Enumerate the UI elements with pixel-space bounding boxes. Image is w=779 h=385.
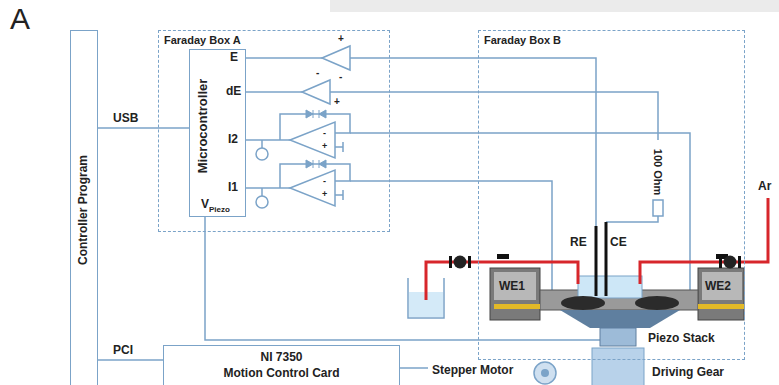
gas-tube — [426, 262, 578, 300]
reference-electrode — [595, 226, 598, 296]
electrode-name: CE — [610, 236, 627, 250]
gold-strip — [698, 304, 744, 309]
i1-wire — [245, 187, 290, 189]
valve-flange — [719, 256, 722, 268]
resistor-wire — [606, 216, 658, 222]
pin-name: I1 — [228, 181, 238, 195]
cell-block-face — [494, 272, 536, 300]
input-sign: - — [323, 128, 326, 138]
i2-source — [256, 148, 268, 160]
diode-symbol — [306, 160, 326, 168]
e-wire — [245, 57, 322, 59]
cell-holder — [560, 310, 680, 328]
panel-letter: A — [10, 2, 30, 37]
gas-name: Ar — [758, 180, 771, 194]
input-sign: - — [316, 68, 319, 78]
electrolyte — [578, 276, 642, 298]
valve-flange — [468, 256, 471, 268]
de-wire — [245, 91, 302, 93]
piezo-wire — [205, 216, 600, 340]
input-sign: + — [322, 141, 327, 151]
gear-hub — [541, 369, 549, 377]
box-title: Faraday Box A — [164, 33, 241, 47]
input-sign: - — [339, 72, 342, 82]
box-label: NI 7350 — [164, 350, 399, 366]
valve-flange — [738, 256, 741, 268]
i1-source-lead — [261, 188, 263, 196]
cell-block — [490, 268, 540, 320]
input-sign: + — [338, 34, 344, 44]
valve-flange — [449, 256, 452, 268]
valve-symbol — [454, 256, 467, 269]
faraday-cage: Faraday Box A Microcontroller — [158, 30, 390, 232]
box-label: Motion Control Card — [164, 366, 399, 382]
top-bar — [330, 0, 779, 12]
pin-name: E — [230, 51, 238, 65]
opamp-symbol — [322, 46, 350, 70]
piezo-stack — [600, 328, 636, 346]
gear-wheel — [534, 362, 556, 384]
valve-symbol — [724, 256, 737, 269]
part-name: Stepper Motor — [432, 364, 513, 378]
bus-connector — [98, 127, 189, 129]
working-electrode — [561, 296, 605, 310]
i1-plus — [335, 190, 343, 200]
opamp-symbol — [290, 122, 335, 158]
bus-label: USB — [112, 112, 139, 126]
electrode-name: WE1 — [499, 280, 525, 294]
resistor-value: 100 Ohm — [652, 149, 665, 195]
input-sign: - — [323, 176, 326, 186]
re-wire — [350, 58, 596, 226]
box-label: Microcontroller — [195, 79, 212, 174]
i2-wire — [245, 139, 290, 141]
gold-strip — [494, 304, 540, 309]
electrode-name: WE2 — [705, 280, 731, 294]
diode-symbol — [306, 110, 326, 118]
driving-gear — [592, 348, 644, 385]
cell-block — [698, 268, 744, 320]
part-name: Driving Gear — [652, 366, 724, 380]
input-sign: + — [322, 189, 327, 199]
counter-electrode — [605, 222, 608, 296]
i2-source-lead — [261, 140, 263, 148]
resistor-symbol — [653, 200, 663, 216]
pin-name: dE — [226, 85, 241, 99]
box-title: Faraday Box B — [484, 33, 561, 47]
pin-subscript: Piezo — [209, 205, 230, 214]
pin-name: I2 — [228, 133, 238, 147]
electrode-name: RE — [570, 236, 587, 250]
box-label: Controller Program — [76, 155, 92, 265]
bus-connector — [98, 359, 163, 361]
cell-block-face — [702, 272, 742, 300]
program-box: Controller Program — [70, 30, 98, 385]
pin-name: V — [201, 198, 209, 212]
motion-card-box: NI 7350Motion Control Card — [163, 345, 400, 385]
bus-label: PCI — [112, 344, 134, 358]
part-name: Piezo Stack — [648, 332, 715, 346]
working-electrode — [635, 296, 679, 310]
i2-plus — [335, 142, 343, 152]
opamp-symbol — [290, 170, 335, 206]
gas-tube — [640, 198, 768, 284]
input-sign: + — [334, 97, 340, 107]
faraday-cage: Faraday Box B — [478, 30, 745, 360]
opamp-symbol — [302, 80, 330, 104]
i1-source — [256, 196, 268, 208]
clamp-bar — [497, 254, 509, 259]
